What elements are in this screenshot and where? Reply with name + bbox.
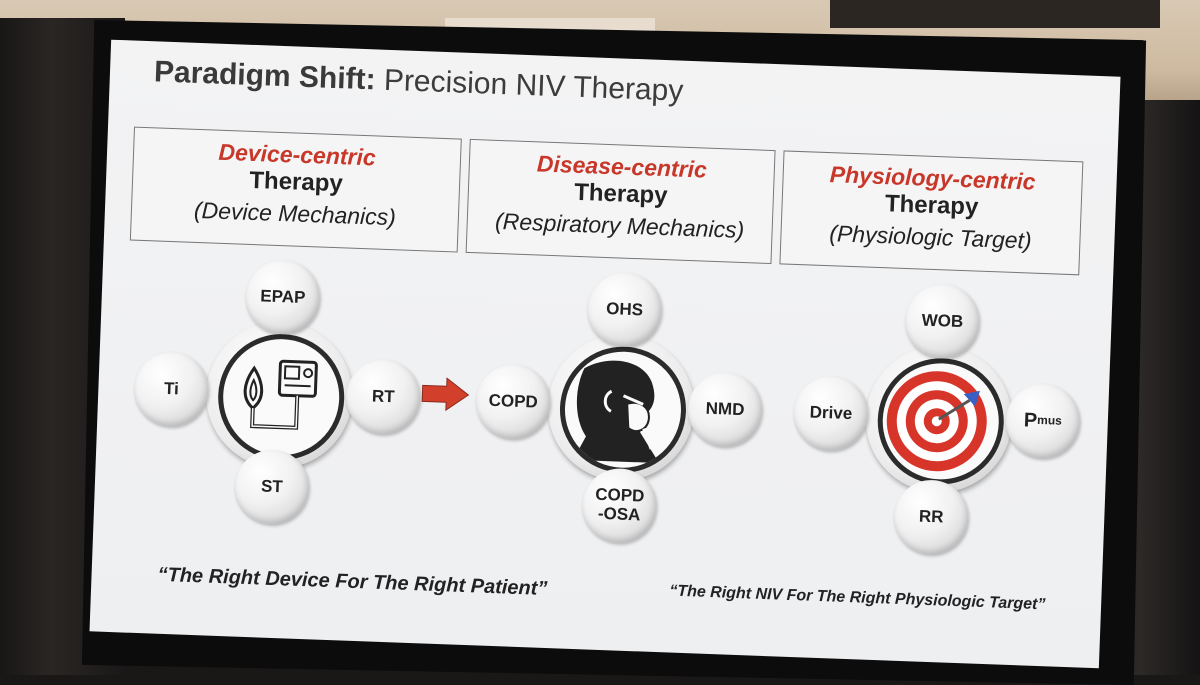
bubble-copd: COPD — [474, 363, 552, 440]
physiology-hub — [863, 343, 1015, 495]
bubble-rt: RT — [344, 358, 422, 436]
disease-hub — [545, 331, 697, 484]
slide-title-rest: Precision NIV Therapy — [374, 63, 684, 108]
bubble-nmd: NMD — [686, 371, 764, 448]
bubble-drive: Drive — [792, 374, 870, 452]
patient-with-mask-icon — [557, 344, 689, 475]
bubble-epap: EPAP — [244, 258, 322, 336]
device-centric-diagram: EPAP Ti RT ST — [129, 255, 429, 550]
quote-left: “The Right Device For The Right Patient” — [157, 563, 548, 601]
device-centric-header: Device-centric Therapy (Device Mechanics… — [129, 126, 462, 253]
pmus-main: P — [1023, 409, 1038, 432]
column-detail: (Physiologic Target) — [828, 220, 1033, 254]
pmus-subscript: mus — [1036, 413, 1063, 429]
physiology-centric-header: Physiology-centric Therapy (Physiologic … — [779, 150, 1084, 276]
target-dart-icon — [875, 356, 1007, 487]
ventilator-mask-icon — [215, 331, 347, 463]
presentation-slide: Paradigm Shift: Precision NIV Therapy De… — [89, 39, 1121, 669]
bubble-rr: RR — [892, 478, 970, 556]
slide-title-bold: Paradigm Shift: — [153, 55, 377, 97]
disease-centric-diagram: OHS COPD NMD COPD -OSA — [471, 267, 771, 562]
bubble-copd-osa: COPD -OSA — [581, 467, 658, 544]
disease-centric-header: Disease-centric Therapy (Respiratory Mec… — [465, 138, 776, 265]
right-arrow-icon — [421, 377, 470, 412]
column-detail: (Respiratory Mechanics) — [494, 207, 745, 244]
bubble-wob: WOB — [904, 283, 981, 360]
slide-title: Paradigm Shift: Precision NIV Therapy — [153, 55, 684, 108]
ceiling-vent — [830, 0, 1160, 28]
device-hub — [203, 319, 355, 471]
bubble-ohs: OHS — [586, 271, 663, 349]
quote-right: “The Right NIV For The Right Physiologic… — [669, 582, 1046, 614]
bubble-ti: Ti — [133, 350, 210, 428]
